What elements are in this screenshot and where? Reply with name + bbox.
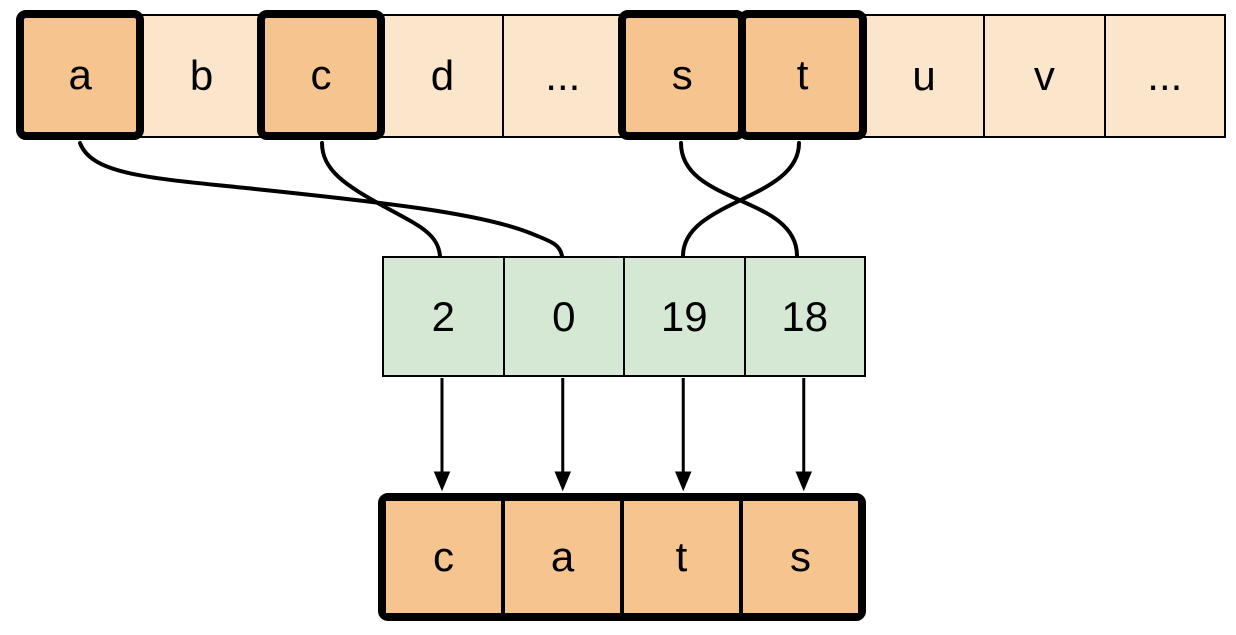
connector-s-to-18 — [679, 141, 799, 258]
connector-a-to-0 — [78, 141, 564, 258]
alphabet-cell-u: u — [862, 14, 986, 138]
arrow-head-3 — [675, 471, 692, 492]
alphabet-cell-s: s — [618, 10, 747, 140]
alphabet-cell-ellipsis-1: ... — [501, 14, 624, 138]
index-to-result-arrows — [433, 378, 812, 492]
connector-t-to-19 — [681, 141, 801, 258]
result-row-frame: c a t s — [378, 493, 866, 621]
arrow-head-2 — [554, 471, 571, 492]
connector-c-to-2 — [320, 141, 442, 258]
alphabet-cell-d: d — [381, 14, 504, 138]
alphabet-cell-t: t — [738, 10, 867, 140]
result-cell-c: c — [384, 499, 503, 615]
alphabet-cell-ellipsis-2: ... — [1103, 14, 1226, 138]
arrow-head-1 — [433, 471, 451, 492]
index-cell-2: 2 — [382, 256, 505, 377]
result-cell-s: s — [741, 499, 860, 615]
alphabet-cell-c: c — [256, 10, 386, 140]
alphabet-cell-b: b — [140, 14, 263, 138]
result-cell-a: a — [503, 499, 622, 615]
index-cell-19: 19 — [623, 256, 746, 377]
arrow-head-4 — [795, 471, 812, 492]
alphabet-cell-v: v — [983, 14, 1106, 138]
index-cell-0: 0 — [502, 256, 625, 377]
index-cell-18: 18 — [743, 256, 866, 377]
result-cell-t: t — [622, 499, 741, 615]
alphabet-cell-a: a — [16, 10, 145, 140]
